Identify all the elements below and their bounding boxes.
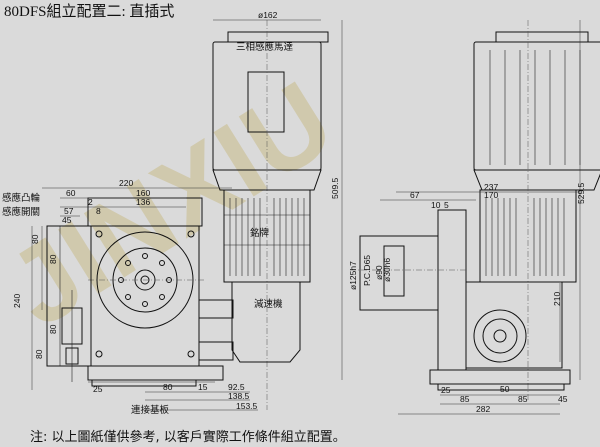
motor-terminal-box [247,71,285,133]
cam-housing [46,225,92,367]
dim-282: 282 [476,404,490,414]
drawing-title: 80DFS組立配置二: 直插式 [4,3,174,20]
dim-153-5: 153.5 [236,401,258,411]
dim-210: 210 [552,292,562,306]
dim-pcd65: P.C.D65 [362,255,372,286]
plate-label: 連接基板 [131,404,170,416]
motor-flange [212,169,322,191]
dim-45: 45 [62,215,72,225]
rating-plate-label: 銘牌 [250,227,270,239]
dim-45-right: 45 [558,394,568,404]
dim-136: 136 [136,197,150,207]
dim-d90: ø90 [374,265,384,280]
flange-bolt-holes [118,253,172,307]
dim-92-5: 92.5 [228,382,245,392]
dim-85a: 85 [460,394,470,404]
sensor-switch-label: 感應開關 [2,206,40,218]
sensor-assembly [61,290,83,382]
dim-80d: 80 [34,349,44,359]
right-view: 237 67 170 10 5 ø125h7 P.C.D65 ø90 ø30h6… [348,20,600,415]
dim-50: 50 [500,384,510,394]
dim-60: 60 [66,188,76,198]
dim-57: 57 [64,206,74,216]
dim-2: 2 [88,197,93,207]
dim-d30: ø30h6 [382,258,392,282]
cam-sensor-label: 感應凸輪 [2,192,41,204]
dim-170: 170 [484,190,498,200]
dim-509-5: 509.5 [330,177,340,199]
dim-67: 67 [410,190,420,200]
dim-25-right: 25 [441,385,451,395]
side-fins [485,198,565,276]
motor-label: 三相感應馬達 [236,41,294,53]
dim-d162: ø162 [258,10,278,20]
dim-15: 15 [198,382,208,392]
dim-d125: ø125h7 [348,261,358,290]
motor-body-side [473,41,600,171]
connection-plate [87,365,224,381]
dim-25: 25 [93,384,103,394]
dim-10: 10 [431,200,441,210]
left-view: 三相感應馬達 銘牌 減速機 感應凸輪 感應開關 連接基板 ø162 220 60… [2,10,343,416]
dim-8: 8 [96,206,101,216]
dim-138-5: 138.5 [228,391,250,401]
dim-80a: 80 [30,234,40,244]
dim-237: 237 [484,182,498,192]
dim-220: 220 [119,178,133,188]
dim-5: 5 [444,200,449,210]
dim-160: 160 [136,188,150,198]
reducer-label: 減速機 [254,298,283,310]
dim-85b: 85 [518,394,528,404]
footer-note: 注: 以上圖紙僅供參考, 以客戶實際工作條件組立配置。 [30,429,346,445]
motor-cap [227,31,329,43]
output-shaft-side [359,235,439,311]
dim-529-5: 529.5 [576,182,586,204]
reducer-output-circle [473,309,527,363]
dim-80c: 80 [48,324,58,334]
dim-240: 240 [12,294,22,308]
dim-80b: 80 [48,254,58,264]
dim-80-bottom: 80 [163,382,173,392]
reducer-housing [231,281,301,363]
